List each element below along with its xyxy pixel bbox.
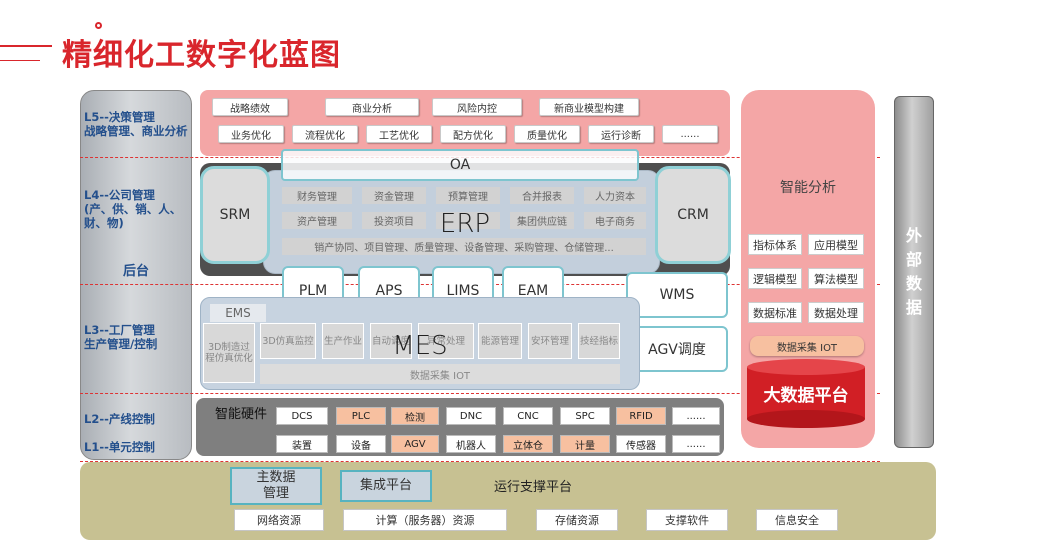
- erp-tag: 预算管理: [436, 187, 500, 204]
- hardware-tag: 检测: [391, 407, 439, 425]
- hardware-tag: 传感器: [616, 435, 666, 453]
- layer-divider: [80, 393, 880, 394]
- resource-tag: 计算（服务器）资源: [343, 509, 507, 531]
- hardware-tag: 计量: [560, 435, 610, 453]
- resource-tag: 信息安全: [756, 509, 838, 531]
- layer-divider: [80, 461, 880, 462]
- erp-tag: 电子商务: [584, 212, 646, 229]
- external-char: 数: [905, 274, 922, 293]
- external-char: 部: [905, 250, 922, 269]
- mes-tag: 能源管理: [478, 323, 522, 359]
- erp-tag: 人力资本: [584, 187, 646, 204]
- integration-platform-box: 集成平台: [340, 470, 432, 502]
- analysis-iot: 数据采集 IOT: [750, 336, 864, 356]
- bigdata-label: 大数据平台: [763, 385, 849, 406]
- hardware-tag: DCS: [276, 407, 328, 425]
- erp-tag: 合并报表: [510, 187, 574, 204]
- hardware-tag: SPC: [560, 407, 610, 425]
- external-char: 外: [905, 226, 922, 245]
- mes-tag: 异常处理: [418, 323, 474, 359]
- analysis-tag: 数据标准: [748, 302, 802, 323]
- ems-label: EMS: [210, 304, 266, 322]
- bigdata-cylinder-icon: [747, 359, 865, 428]
- hardware-tag: AGV: [391, 435, 439, 453]
- erp-tag: 资金管理: [362, 187, 426, 204]
- l5-tag: 商业分析: [325, 98, 419, 116]
- title-deco-dot: [95, 22, 102, 29]
- crm-module: CRM: [655, 166, 731, 264]
- layer-l3-label: L3--工厂管理 生产管理/控制: [84, 323, 158, 351]
- oa-module: OA: [281, 149, 639, 181]
- l5-tag: 配方优化: [440, 125, 506, 143]
- resource-tag: 网络资源: [234, 509, 324, 531]
- analysis-tag: 逻辑模型: [748, 268, 802, 289]
- analysis-title: 智能分析: [780, 180, 836, 196]
- layer-l5-label: L5--决策管理 战略管理、商业分析: [84, 110, 188, 138]
- analysis-tag: 数据处理: [808, 302, 864, 323]
- erp-tag: 财务管理: [282, 187, 352, 204]
- hardware-tag: 立体仓: [503, 435, 553, 453]
- hardware-tag: 机器人: [446, 435, 496, 453]
- l5-tag: 质量优化: [514, 125, 580, 143]
- wms-module: WMS: [626, 272, 728, 318]
- external-char: 据: [905, 298, 922, 317]
- layer-l1-label: L1--单元控制: [84, 440, 155, 454]
- hardware-tag: RFID: [616, 407, 666, 425]
- l5-tag: 业务优化: [218, 125, 284, 143]
- analysis-tag: 应用模型: [808, 234, 864, 255]
- erp-tag: 资产管理: [282, 212, 352, 229]
- mes-tag: 生产作业: [322, 323, 364, 359]
- erp-tag: [436, 212, 500, 229]
- hardware-tag: CNC: [503, 407, 553, 425]
- erp-tag: 投资项目: [362, 212, 426, 229]
- hardware-tag: 设备: [336, 435, 386, 453]
- l5-tag: 运行诊断: [588, 125, 654, 143]
- l5-tag: 新商业模型构建: [539, 98, 639, 116]
- layer-backend-label: 后台: [122, 264, 149, 279]
- hardware-tag: 装置: [276, 435, 328, 453]
- hardware-label: 智能硬件: [214, 406, 267, 422]
- l5-tag: 流程优化: [292, 125, 358, 143]
- srm-module: SRM: [200, 166, 270, 264]
- agv-module: AGV调度: [626, 326, 728, 372]
- layer-l4-label: L4--公司管理 (产、供、销、人、财、物): [84, 188, 182, 230]
- title-deco-line: [0, 60, 40, 61]
- resource-tag: 存储资源: [536, 509, 618, 531]
- analysis-tag: 算法模型: [808, 268, 864, 289]
- analysis-tag: 指标体系: [748, 234, 802, 255]
- resource-tag: 支撑软件: [646, 509, 728, 531]
- hardware-tag: ......: [672, 435, 720, 453]
- hardware-tag: PLC: [336, 407, 386, 425]
- hardware-tag: DNC: [446, 407, 496, 425]
- mes-tag: 自动调度: [370, 323, 412, 359]
- l5-tag: ......: [662, 125, 718, 143]
- master-data-box: 主数据 管理: [230, 467, 322, 505]
- title-deco-line: [0, 45, 52, 47]
- support-platform-label: 运行支撑平台: [493, 479, 572, 495]
- mes-data-collect: 数据采集 IOT: [260, 364, 620, 384]
- l5-tag: 风险内控: [432, 98, 522, 116]
- layer-column: [80, 90, 192, 460]
- mes-tag: 技经指标: [578, 323, 620, 359]
- l5-tag: 战略绩效: [212, 98, 288, 116]
- erp-label: ERP: [439, 209, 491, 239]
- mes-tag: 3D仿真监控: [260, 323, 316, 359]
- l5-tag: 工艺优化: [366, 125, 432, 143]
- erp-tag: 销产协同、项目管理、质量管理、设备管理、采购管理、仓储管理...: [282, 238, 646, 255]
- mes-tag: 3D制造过程仿真优化: [203, 323, 255, 383]
- page-title: 精细化工数字化蓝图: [62, 38, 341, 73]
- mes-label: MES: [392, 331, 448, 361]
- mes-tag: 安环管理: [528, 323, 572, 359]
- external-data-bar: 外 部 数 据: [894, 96, 934, 448]
- hardware-tag: ......: [672, 407, 720, 425]
- layer-l2-label: L2--产线控制: [84, 412, 155, 426]
- erp-tag: 集团供应链: [510, 212, 574, 229]
